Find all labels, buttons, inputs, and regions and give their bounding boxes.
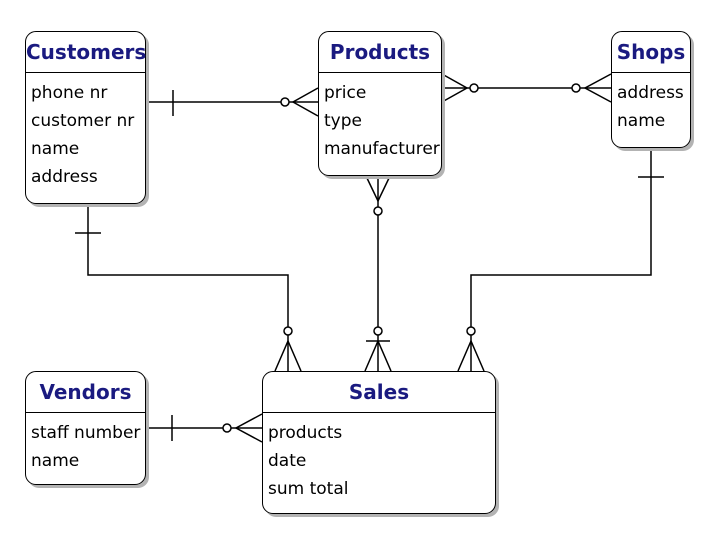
shops-sales-relationship xyxy=(457,148,664,372)
attribute: name xyxy=(31,451,80,471)
attribute-list: staff number name xyxy=(26,413,145,475)
entity-title: Products xyxy=(319,32,441,73)
zero-circle xyxy=(469,83,479,93)
attribute-list: address name xyxy=(612,73,690,135)
entity-title: Shops xyxy=(612,32,690,73)
attribute: sum total xyxy=(268,479,349,499)
crows-foot xyxy=(234,413,263,443)
attribute: type xyxy=(324,111,362,131)
zero-circle xyxy=(466,326,476,336)
attribute: name xyxy=(617,111,666,131)
vendors-entity: Vendors staff number name xyxy=(25,371,146,485)
attribute: customer nr xyxy=(31,111,135,131)
attribute-list: products date sum total xyxy=(263,413,495,503)
attribute: address xyxy=(617,83,684,103)
products-sales-relationship xyxy=(364,175,392,372)
crows-foot xyxy=(441,73,469,103)
customers-entity: Customers phone nr customer nr name addr… xyxy=(25,31,146,204)
crows-foot xyxy=(457,339,485,372)
customers-products-relationship xyxy=(147,87,319,117)
attribute: date xyxy=(268,451,307,471)
attribute-list: price type manufacturer xyxy=(319,73,441,163)
entity-title: Sales xyxy=(263,372,495,413)
attribute: manufacturer xyxy=(324,139,440,159)
attribute: address xyxy=(31,167,98,187)
crows-foot xyxy=(291,87,319,117)
zero-circle xyxy=(280,97,290,107)
crows-foot xyxy=(364,339,392,372)
attribute: phone nr xyxy=(31,83,108,103)
attribute-list: phone nr customer nr name address xyxy=(26,73,145,191)
entity-title: Vendors xyxy=(26,372,145,413)
crows-foot xyxy=(583,73,612,103)
attribute: price xyxy=(324,83,367,103)
entity-title: Customers xyxy=(26,32,146,73)
products-shops-relationship xyxy=(441,73,612,103)
crows-foot xyxy=(365,175,391,203)
zero-circle xyxy=(373,326,383,336)
customers-sales-relationship xyxy=(75,204,302,372)
crows-foot xyxy=(274,339,302,372)
attribute: name xyxy=(31,139,80,159)
shops-entity: Shops address name xyxy=(611,31,691,148)
products-entity: Products price type manufacturer xyxy=(318,31,442,176)
zero-circle xyxy=(571,83,581,93)
zero-circle xyxy=(222,423,232,433)
zero-circle xyxy=(373,206,383,216)
attribute: products xyxy=(268,423,343,443)
zero-circle xyxy=(283,326,293,336)
attribute: staff number xyxy=(31,423,141,443)
sales-entity: Sales products date sum total xyxy=(262,371,496,514)
vendors-sales-relationship xyxy=(147,413,263,443)
